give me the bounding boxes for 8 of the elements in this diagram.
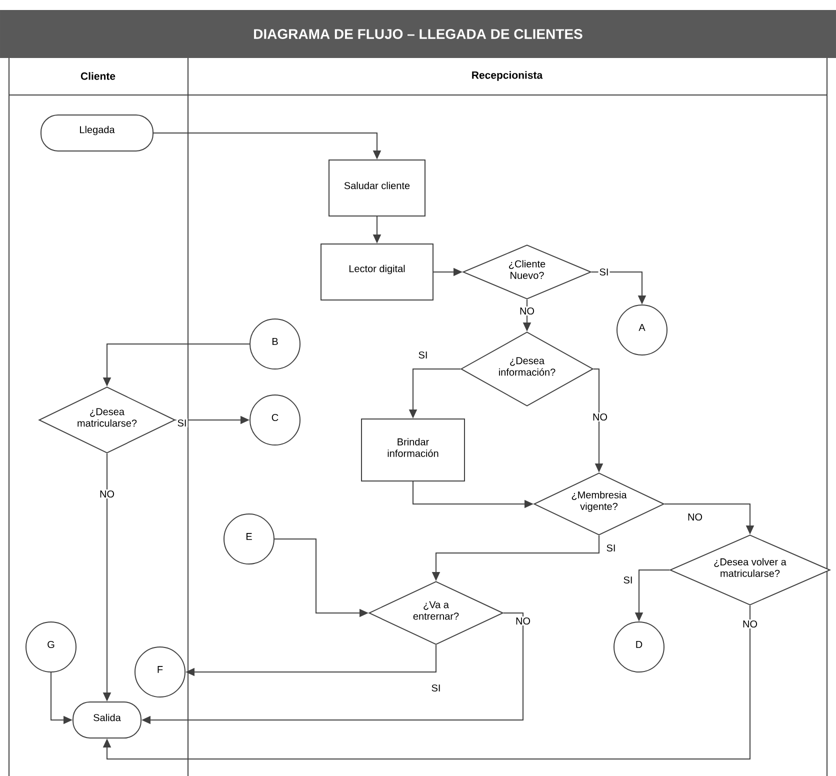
lane-header: Recepcionista (472, 71, 543, 81)
node-label: ¿Desea volver a matricularse? (714, 558, 786, 577)
title-banner: DIAGRAMA DE FLUJO – LLEGADA DE CLIENTES (0, 10, 836, 58)
process-box: Saludar cliente (328, 160, 426, 216)
lane-header: Cliente (80, 72, 116, 80)
arrow (102, 605, 750, 760)
process-box: Lector digital (320, 244, 434, 300)
process-box: Brindar información (361, 418, 465, 482)
